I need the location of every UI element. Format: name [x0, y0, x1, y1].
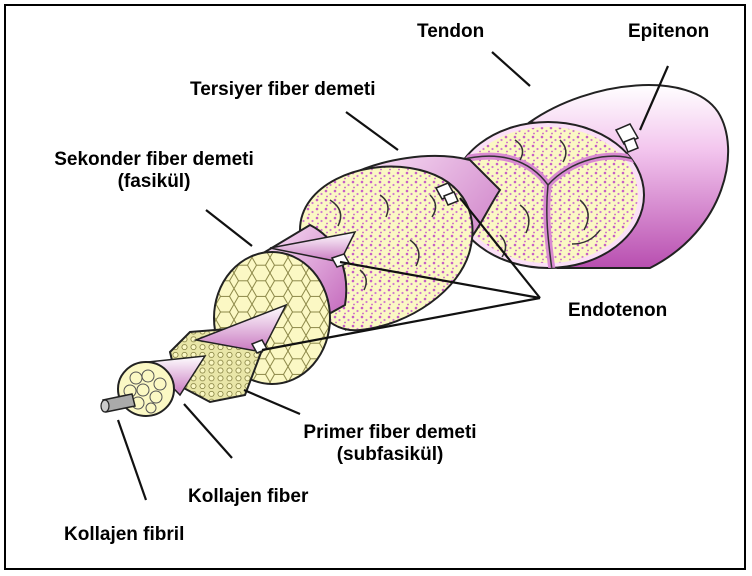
label-endotenon: Endotenon: [568, 300, 667, 322]
leader-tendon: [492, 52, 530, 86]
label-epitenon: Epitenon: [628, 21, 709, 43]
label-sekonder-line1: Sekonder fiber demeti: [24, 149, 284, 171]
leader-kollajen-fibril: [118, 420, 146, 500]
label-primer-line1: Primer fiber demeti: [258, 422, 522, 444]
label-kollajen-fibril: Kollajen fibril: [64, 524, 184, 546]
tendon-structure: [452, 85, 728, 270]
label-kollajen-fiber: Kollajen fiber: [188, 486, 308, 508]
leader-sekonder: [206, 210, 252, 246]
leader-tersiyer: [346, 112, 398, 150]
label-sekonder: Sekonder fiber demeti (fasikül): [24, 149, 284, 193]
label-primer-line2: (subfasikül): [258, 444, 522, 466]
leader-primer: [244, 390, 300, 414]
label-sekonder-line2: (fasikül): [24, 171, 284, 193]
label-primer: Primer fiber demeti (subfasikül): [258, 422, 522, 466]
label-tendon: Tendon: [417, 21, 484, 43]
leader-kollajen-fiber: [184, 404, 232, 458]
label-tersiyer: Tersiyer fiber demeti: [190, 79, 376, 101]
